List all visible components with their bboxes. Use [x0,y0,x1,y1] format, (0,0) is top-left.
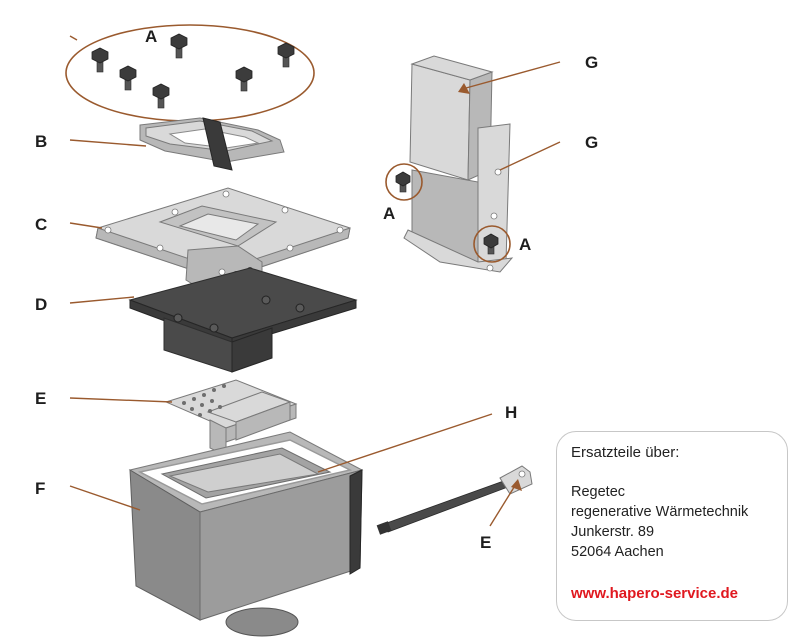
part-f-pot [69,431,364,637]
part-b-frame [69,117,285,171]
part-e-rod [376,465,533,535]
part-g-brackets [403,55,561,273]
label-a-bolts: A [145,27,157,46]
bolt-4 [119,65,137,91]
label-d: D [35,295,47,314]
part-c-plate [69,187,351,297]
info-line-city: 52064 Aachen [571,544,664,560]
website-link[interactable]: www.hapero-service.de [571,585,739,602]
part-d-housing [69,267,358,373]
label-c: C [35,215,47,234]
label-f: F [35,479,45,498]
bolt-set-a [65,24,315,122]
info-line-subtitle: regenerative Wärmetechnik [571,504,749,520]
bracket-bolt-lower [473,225,511,263]
label-a-bracket-right: A [519,235,531,254]
label-e-grate: E [35,389,46,408]
leader-h [317,413,493,473]
bolt-6 [152,83,170,109]
label-b: B [35,132,47,151]
label-g-upper: G [585,53,598,72]
info-heading: Ersatzteile über: [571,444,680,461]
bolt-2 [170,33,188,59]
bolt-1 [91,47,109,73]
info-line-street: Junkerstr. 89 [571,524,655,540]
bolt-set-ring [65,24,315,122]
bolt-5 [235,66,253,92]
bracket-bolt-upper [385,163,423,201]
info-line-company: Regetec [571,484,626,500]
label-e-rod: E [480,533,491,552]
bolt-3 [277,42,295,68]
label-a-bracket-left: A [383,204,395,223]
label-g-lower: G [585,133,598,152]
supplier-info-box: Ersatzteile über: Regetec regenerative W… [556,431,788,621]
label-h: H [505,403,517,422]
part-e-grate [69,379,298,457]
